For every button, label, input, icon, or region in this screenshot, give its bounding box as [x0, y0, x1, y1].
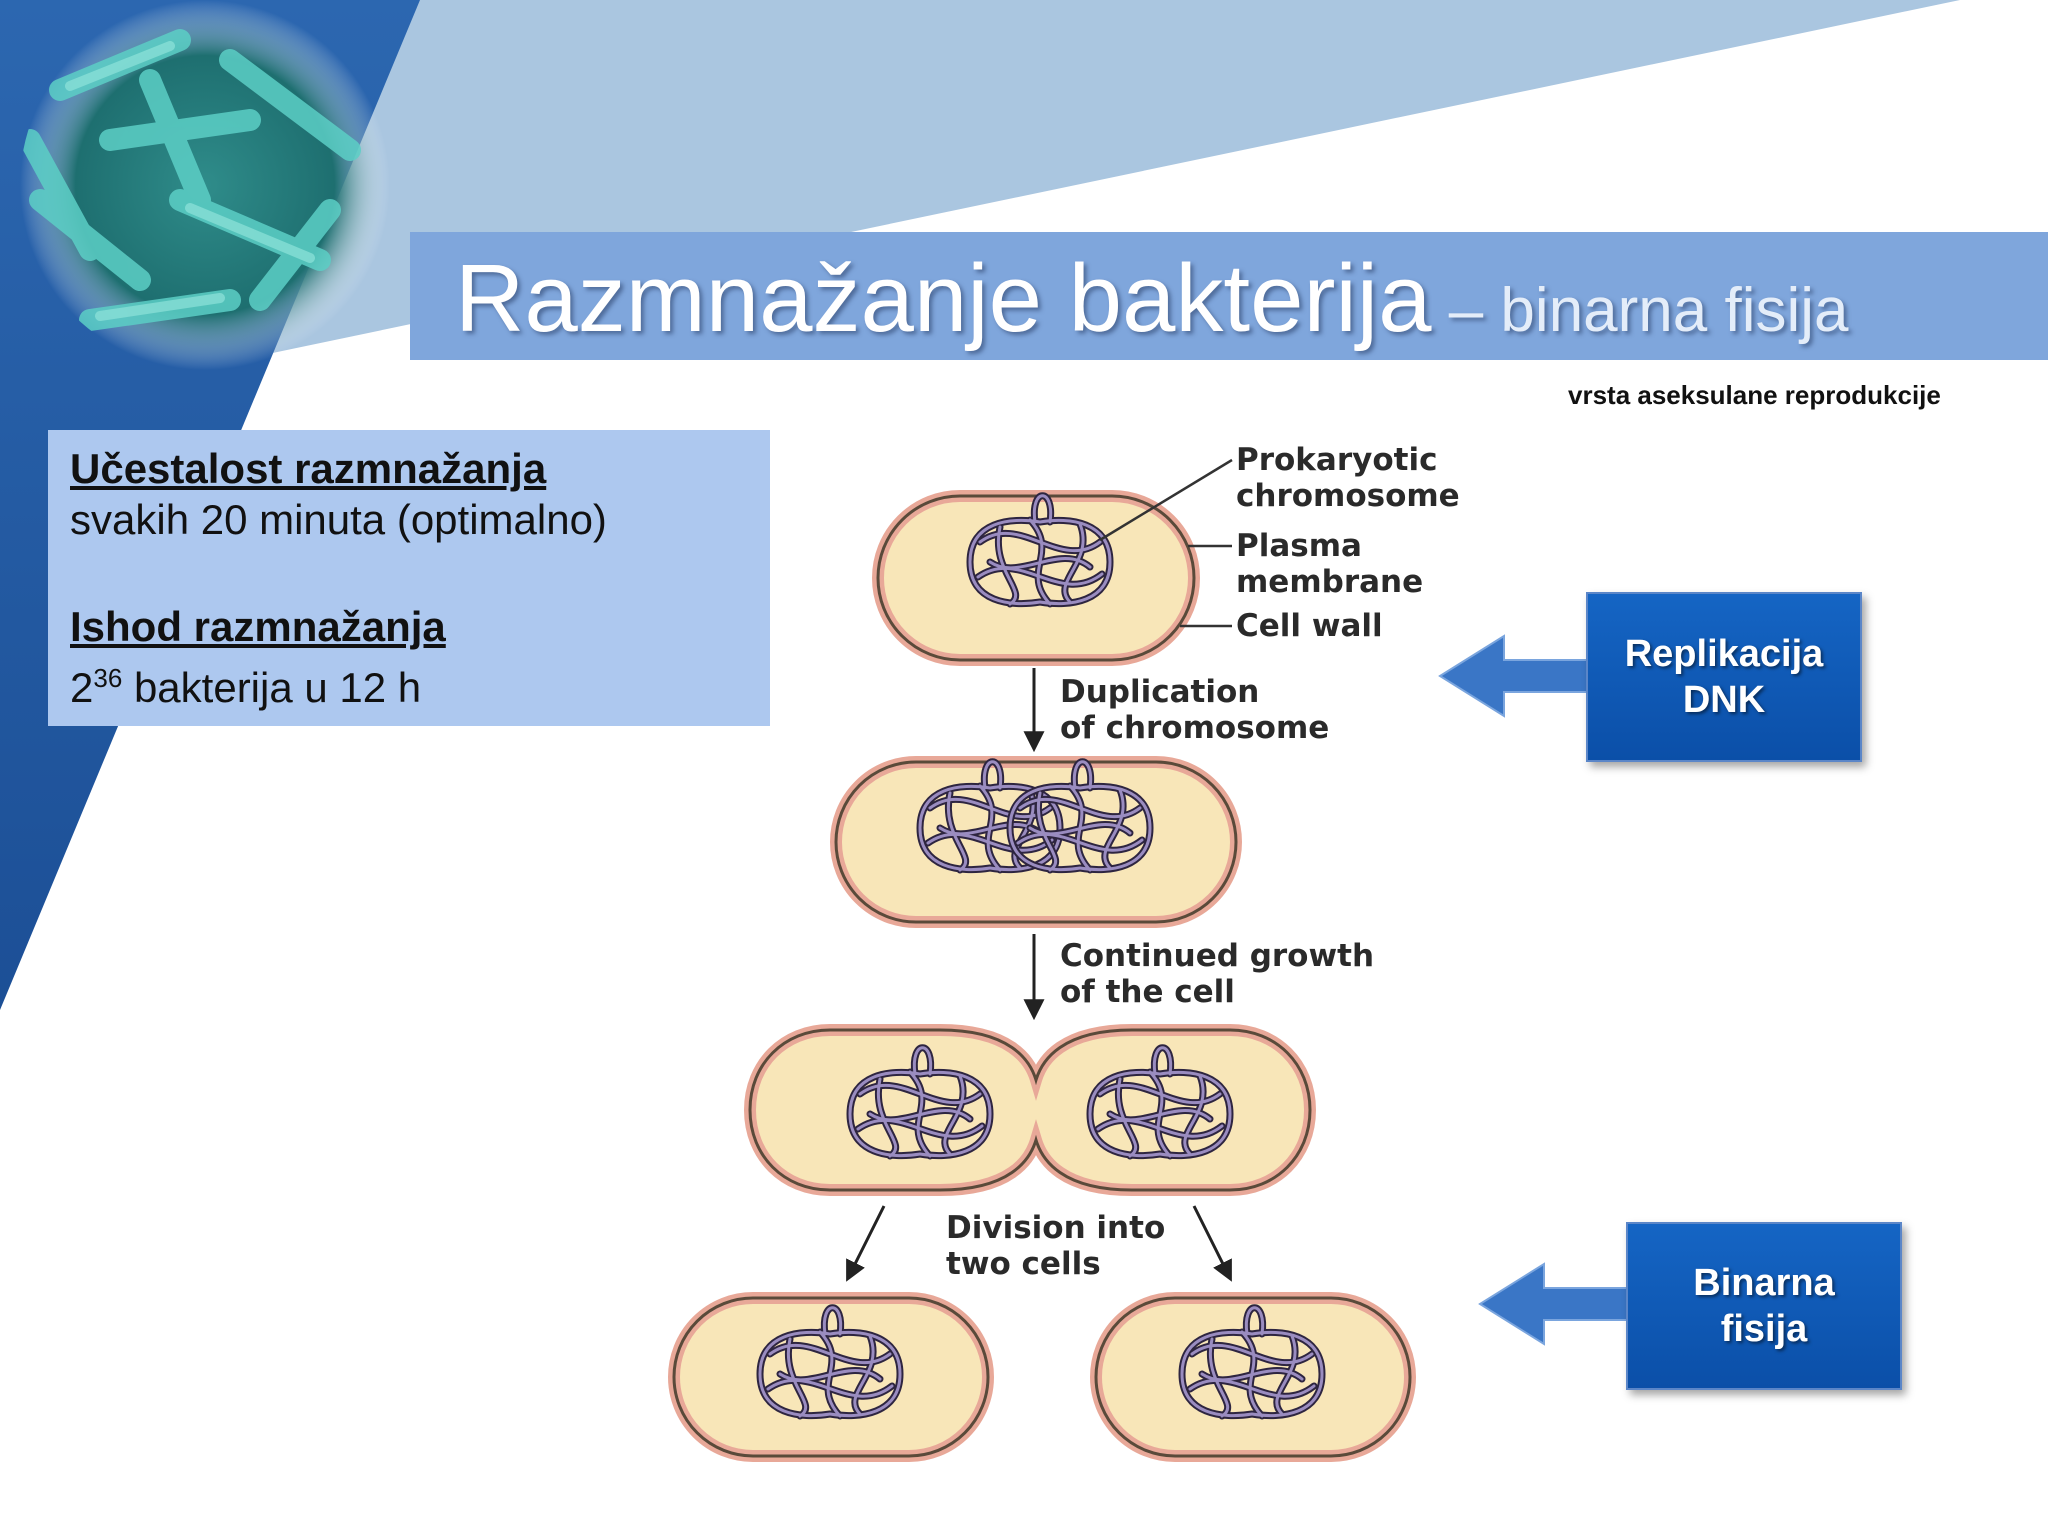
frequency-text: svakih 20 minuta (optimalno)	[70, 496, 607, 543]
arrow-division-left	[846, 1205, 886, 1282]
title-sub: – binarna fisija	[1431, 276, 1849, 345]
slide-subtitle: vrsta aseksulane reprodukcije	[1568, 380, 1941, 410]
label-pointer-lines	[1099, 458, 1233, 628]
cell-initial	[872, 490, 1200, 666]
title-bar	[410, 232, 2048, 360]
cell-duplicated-chromosome	[830, 756, 1242, 928]
daughter-cell-left	[668, 1292, 994, 1462]
callout-arrow-replication	[1438, 634, 1597, 718]
outcome-exponent: 36	[93, 663, 123, 693]
arrow-division-right	[1192, 1205, 1232, 1282]
label-cell-wall: Cell wall	[1236, 608, 1383, 644]
outcome-text: 236 bakterija u 12 h	[70, 652, 748, 714]
title-main: Razmnažanje bakterija	[455, 245, 1432, 352]
frequency-heading: Učestalost razmnažanja	[70, 445, 547, 492]
info-box: Učestalost razmnažanja svakih 20 minuta …	[48, 430, 770, 726]
bacteria-image	[20, 0, 390, 370]
cell-dividing	[743, 1024, 1317, 1196]
slide-title: Razmnažanje bakterija – binarna fisija	[455, 244, 1849, 354]
callout-arrow-fission	[1478, 1262, 1637, 1346]
outcome-heading: Ishod razmnažanja	[70, 603, 446, 650]
outcome-rest: bakterija u 12 h	[122, 664, 422, 711]
daughter-cell-right	[1090, 1292, 1416, 1462]
outcome-base: 2	[70, 664, 94, 711]
